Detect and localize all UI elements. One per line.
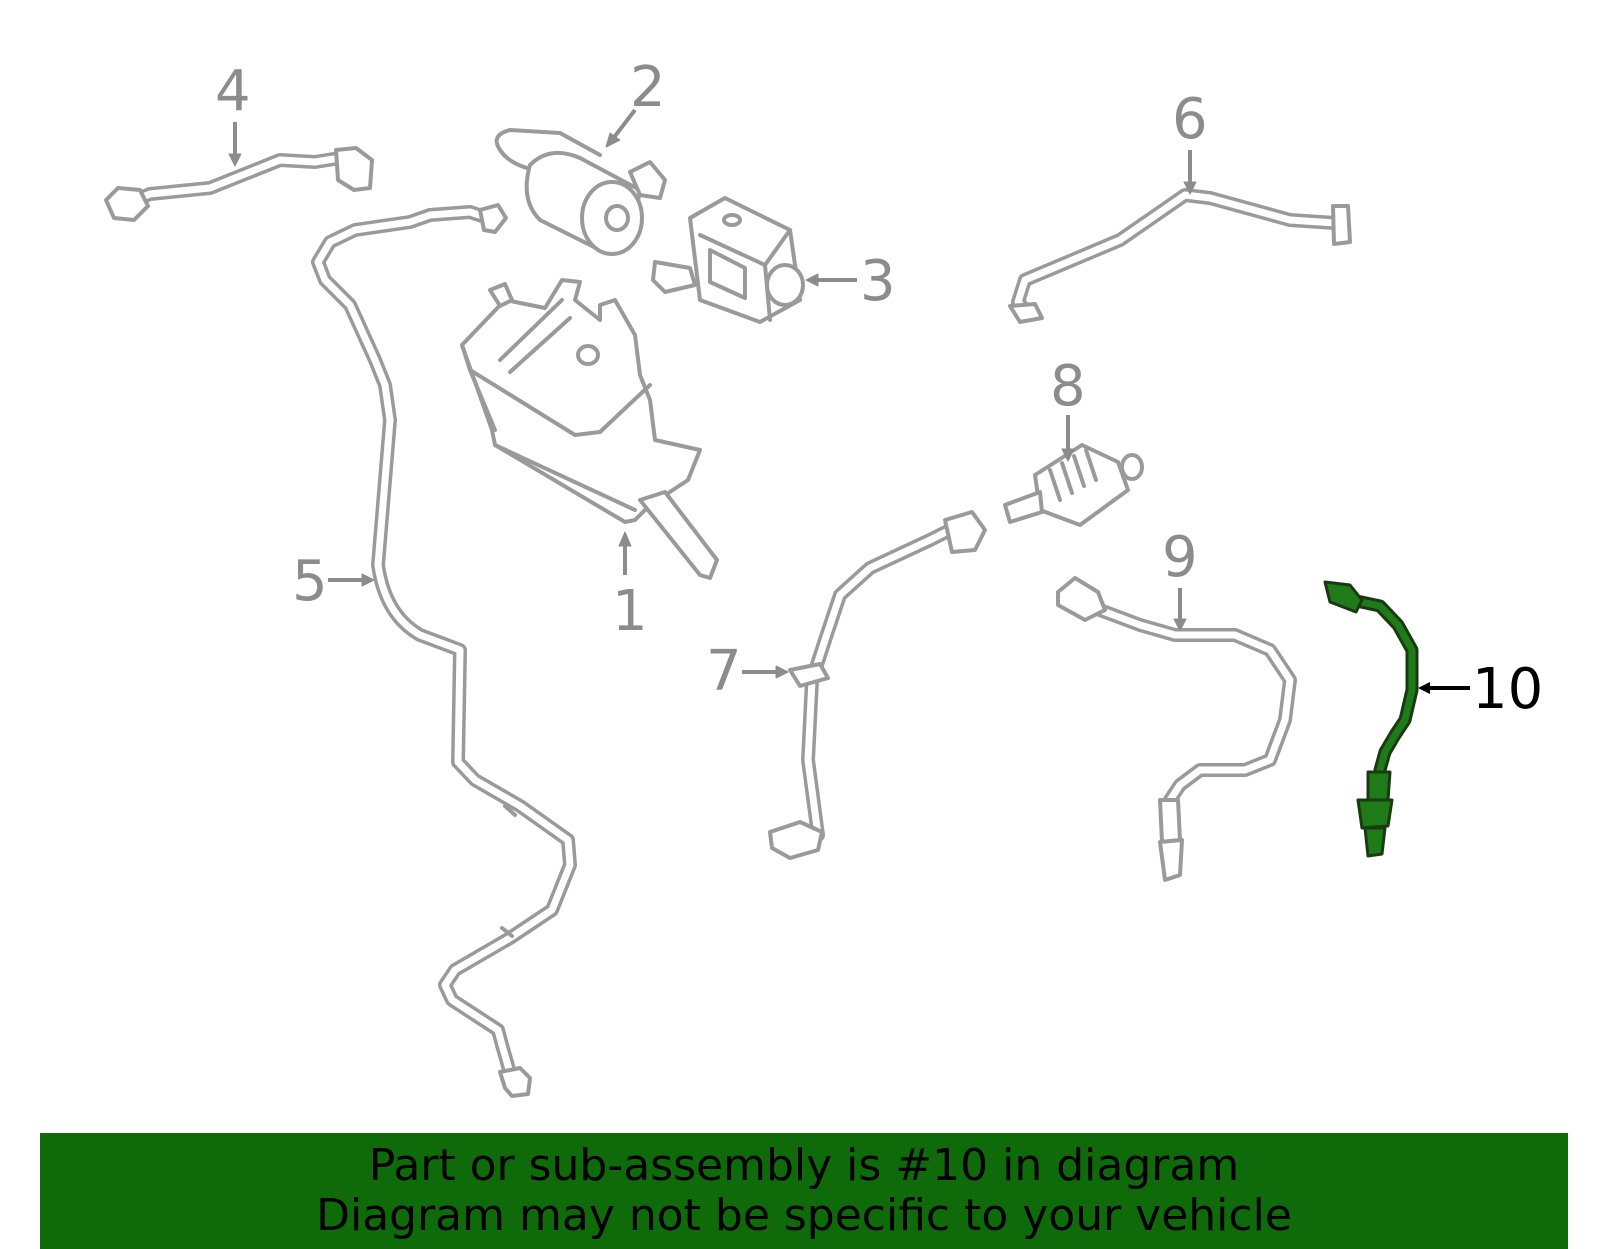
part-9-oxygen-sensor bbox=[1056, 576, 1297, 882]
part-10-oxygen-sensor-highlighted bbox=[1323, 580, 1419, 858]
callout-9: 9 bbox=[1162, 525, 1198, 590]
banner-line-1: Part or sub-assembly is #10 in diagram bbox=[368, 1140, 1240, 1191]
callout-1: 1 bbox=[612, 579, 648, 644]
info-banner: Part or sub-assembly is #10 in diagram D… bbox=[40, 1133, 1568, 1249]
callout-6: 6 bbox=[1172, 87, 1208, 152]
part-3-solenoid bbox=[651, 196, 805, 324]
callout-8: 8 bbox=[1050, 354, 1086, 419]
part-7-harness bbox=[768, 510, 987, 860]
callout-10: 10 bbox=[1472, 657, 1543, 722]
callout-3: 3 bbox=[860, 249, 896, 314]
callout-5: 5 bbox=[292, 549, 328, 614]
part-8-sensor bbox=[1003, 443, 1144, 527]
part-2-purge-valve bbox=[494, 128, 667, 256]
callout-2: 2 bbox=[630, 55, 666, 120]
part-6-hose bbox=[1008, 188, 1352, 324]
callout-4: 4 bbox=[215, 59, 251, 124]
callout-arrows bbox=[228, 108, 1470, 694]
part-4-hose bbox=[104, 146, 374, 222]
callout-7: 7 bbox=[706, 639, 742, 704]
part-1-canister bbox=[460, 278, 719, 580]
banner-line-2: Diagram may not be specific to your vehi… bbox=[316, 1190, 1292, 1241]
part-5-hose bbox=[311, 203, 577, 1098]
